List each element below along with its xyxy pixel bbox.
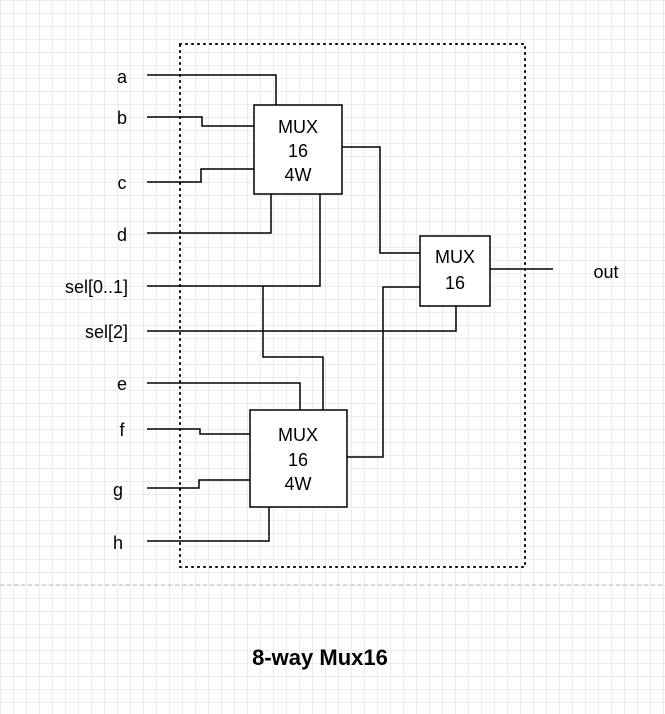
label-sel01: sel[0..1] (65, 277, 128, 297)
label-out: out (593, 262, 618, 282)
mux-top-line1: MUX (278, 117, 318, 137)
label-c: c (118, 173, 127, 193)
wire-top-mux-out (342, 146, 420, 254)
mux-bottom-line2: 16 (288, 450, 308, 470)
wire-sel01-bottom (262, 286, 324, 410)
wire-bottom-mux-out (347, 286, 420, 458)
wire-sel01-top (147, 194, 321, 287)
mux-bottom: MUX 16 4W (249, 409, 348, 508)
wire-sel2 (147, 306, 457, 332)
label-f: f (119, 420, 125, 440)
mux-final-line2: 16 (445, 273, 465, 293)
wire-e (147, 382, 301, 410)
mux-top: MUX 16 4W (253, 104, 343, 195)
wire-d (147, 194, 272, 234)
wire-b (147, 116, 254, 127)
label-b: b (117, 108, 127, 128)
mux-bottom-line3: 4W (285, 474, 312, 494)
mux-bottom-line1: MUX (278, 425, 318, 445)
wire-h (147, 507, 270, 542)
label-h: h (113, 533, 123, 553)
label-sel2: sel[2] (85, 322, 128, 342)
diagram-title: 8-way Mux16 (252, 645, 388, 670)
wire-c (147, 168, 254, 183)
label-g: g (113, 480, 123, 500)
wire-g (147, 479, 250, 489)
wire-f (147, 428, 250, 435)
mux-top-line2: 16 (288, 141, 308, 161)
label-a: a (117, 67, 128, 87)
wire-a (147, 74, 277, 105)
label-e: e (117, 374, 127, 394)
mux-top-line3: 4W (285, 165, 312, 185)
mux-final-line1: MUX (435, 247, 475, 267)
label-d: d (117, 225, 127, 245)
mux-final: MUX 16 (419, 235, 491, 307)
chip-boundary (179, 43, 526, 568)
